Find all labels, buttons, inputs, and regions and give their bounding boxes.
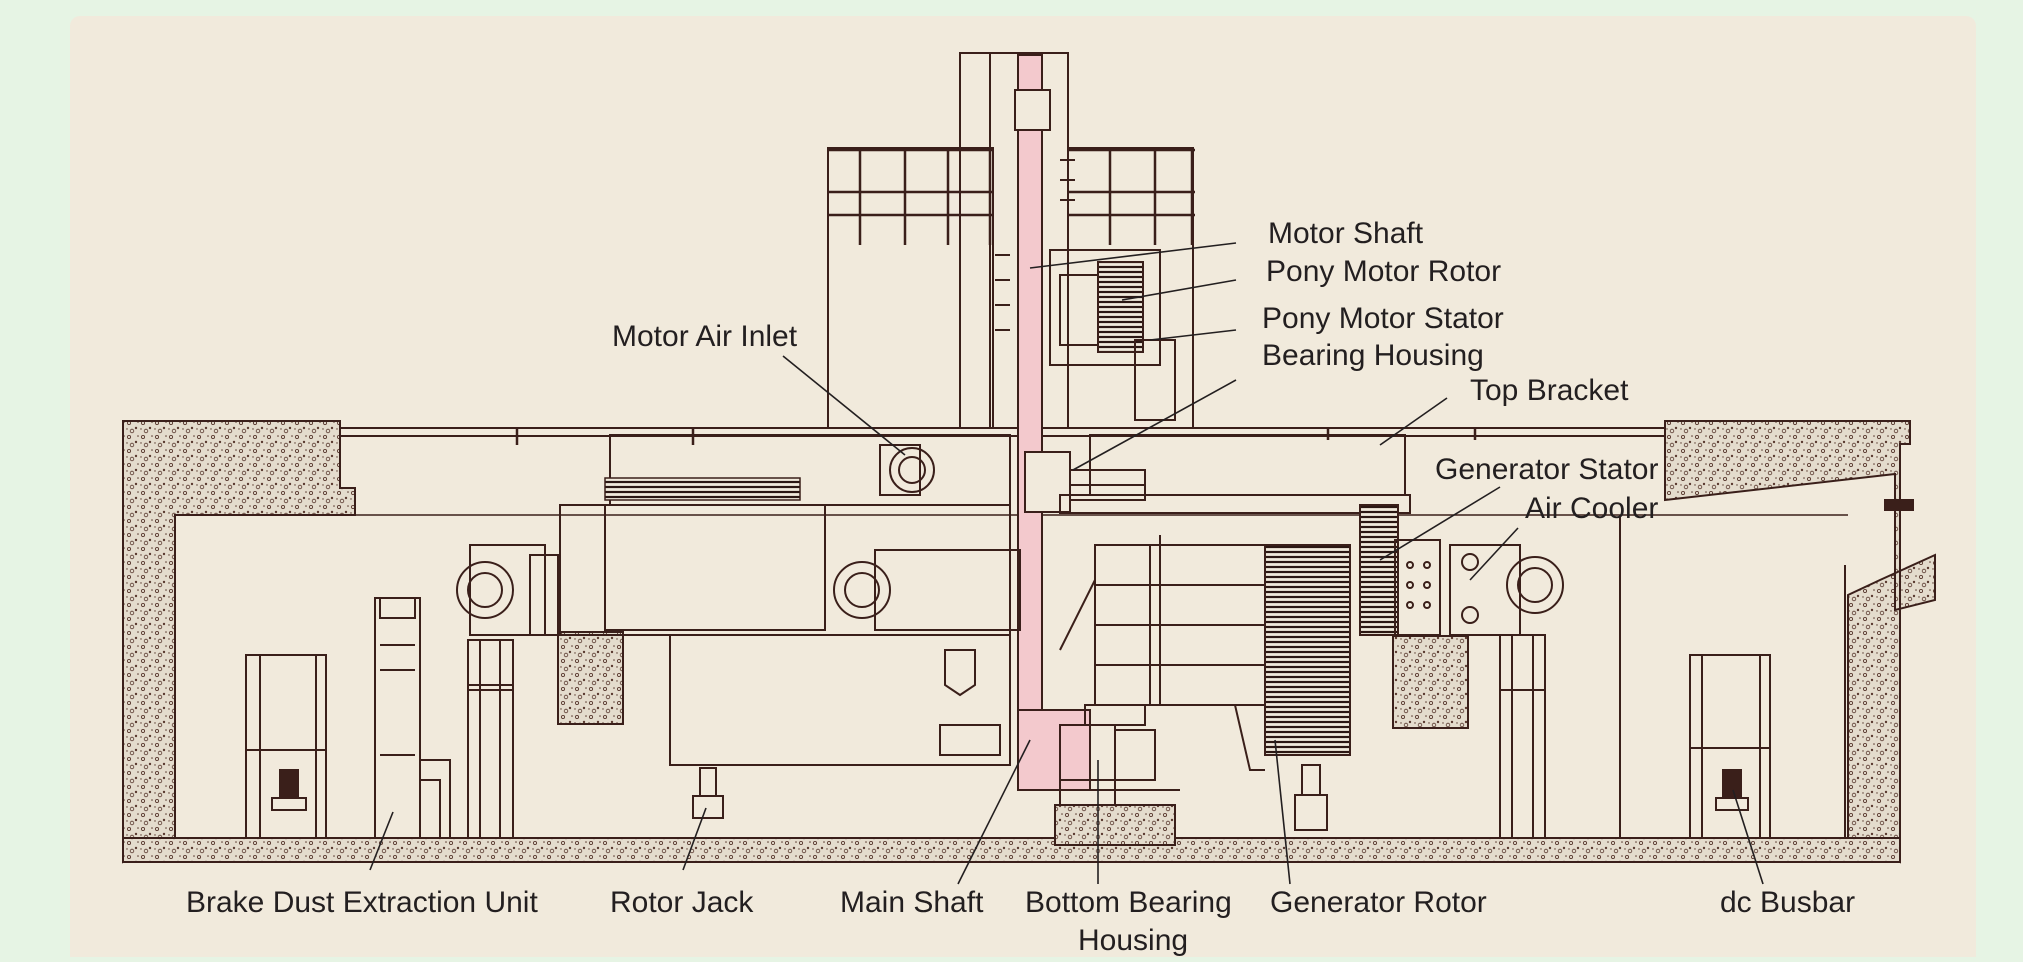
right-wall-concrete xyxy=(1664,420,1936,864)
rotor-jack-left xyxy=(271,769,307,811)
label-brake-dust-extraction-unit: Brake Dust Extraction Unit xyxy=(186,886,538,919)
top-bearing-housing xyxy=(1024,451,1146,513)
label-bottom-bearing-housing-line2: Housing xyxy=(1078,924,1188,957)
label-bearing-housing: Bearing Housing xyxy=(1262,339,1484,372)
floor-slab xyxy=(122,837,1901,863)
leader-brake-dust xyxy=(369,811,394,871)
generator-stator-winding xyxy=(1359,504,1399,636)
pony-motor-rotor-body xyxy=(1097,261,1144,353)
label-rotor-jack: Rotor Jack xyxy=(610,886,754,919)
label-generator-rotor: Generator Rotor xyxy=(1270,886,1487,919)
label-top-bracket: Top Bracket xyxy=(1470,374,1629,407)
leader-generator-rotor xyxy=(1274,739,1291,885)
upper-tower xyxy=(827,52,1195,429)
label-motor-shaft: Motor Shaft xyxy=(1268,217,1424,250)
mid-plinth-right xyxy=(1392,635,1469,729)
pony-motor-stator-body xyxy=(1059,274,1099,346)
leader-motor-air-inlet xyxy=(782,355,906,456)
motor-air-inlet-duct xyxy=(879,444,935,496)
pony-motor-assembly xyxy=(1049,249,1176,421)
right-support-frames xyxy=(1619,499,1914,839)
main-shaft-assembly xyxy=(1014,54,1091,791)
generator-assembly xyxy=(1059,504,1441,771)
label-dc-busbar: dc Busbar xyxy=(1720,886,1855,919)
label-main-shaft: Main Shaft xyxy=(840,886,984,919)
callout-labels: Motor Shaft Pony Motor Rotor Pony Motor … xyxy=(186,217,1855,957)
left-tower-block xyxy=(827,147,994,429)
main-shaft-body xyxy=(1017,54,1043,736)
leader-lines xyxy=(369,242,1764,885)
leader-dc-busbar xyxy=(1732,789,1764,885)
leader-rotor-jack xyxy=(682,807,707,871)
deck-posts xyxy=(515,428,1477,445)
leader-top-bracket xyxy=(1379,397,1448,446)
label-pony-motor-stator: Pony Motor Stator xyxy=(1262,302,1504,335)
leader-motor-shaft xyxy=(1029,242,1237,269)
leader-main-shaft xyxy=(957,739,1031,885)
leader-pony-motor-stator xyxy=(1149,329,1237,341)
label-bottom-bearing-housing-line1: Bottom Bearing xyxy=(1025,886,1232,919)
machine-drawing xyxy=(122,52,1936,864)
left-support-frames xyxy=(245,639,514,839)
rotor-jack-right xyxy=(1294,764,1328,831)
bearing-plinth xyxy=(1054,804,1176,846)
pony-motor-frame xyxy=(1049,249,1161,366)
bottom-bearing-housing xyxy=(1040,704,1180,806)
dc-busbar-jack xyxy=(1715,769,1749,811)
generator-rotor-core xyxy=(1264,544,1351,756)
label-motor-air-inlet: Motor Air Inlet xyxy=(612,320,798,353)
top-bracket-upper xyxy=(1089,434,1406,496)
rotor-jack-mid xyxy=(692,767,724,819)
mid-plinth-left xyxy=(557,631,624,725)
main-shaft-lower-flange xyxy=(1017,709,1091,791)
concrete-foundation xyxy=(122,420,1936,864)
right-railing xyxy=(1068,148,1195,245)
leader-bearing-housing xyxy=(1072,379,1237,471)
tower-ladder xyxy=(995,159,1075,331)
left-railing xyxy=(828,148,993,245)
leader-air-cooler xyxy=(1469,527,1519,581)
label-air-cooler: Air Cooler xyxy=(1525,492,1658,525)
label-generator-stator: Generator Stator xyxy=(1435,453,1658,486)
brake-dust-extraction-unit xyxy=(374,597,451,839)
left-housing xyxy=(456,434,1021,766)
label-pony-motor-rotor: Pony Motor Rotor xyxy=(1266,255,1501,288)
leader-generator-stator xyxy=(1379,486,1501,561)
main-shaft-top-cap xyxy=(1014,89,1051,131)
leader-pony-motor-rotor xyxy=(1121,279,1237,301)
air-cooler-unit xyxy=(1449,544,1564,839)
